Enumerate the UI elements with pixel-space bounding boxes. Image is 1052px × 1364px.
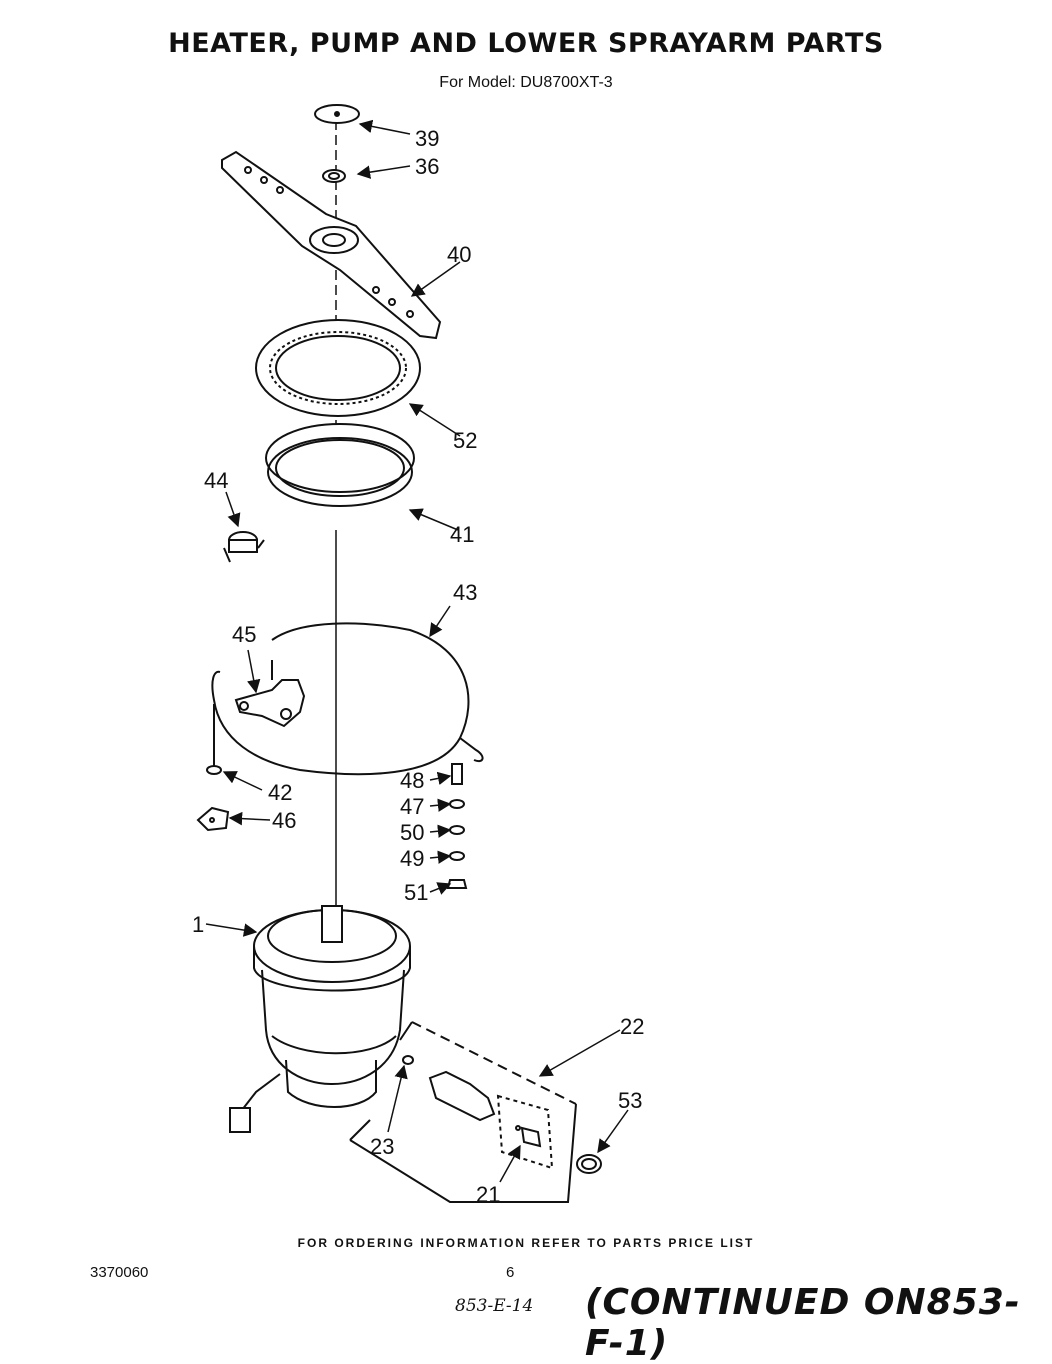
callout-53: 53	[618, 1088, 642, 1113]
part-46-clip	[196, 806, 230, 832]
callout-39: 39	[415, 126, 439, 151]
part-44-thermostat	[223, 531, 265, 563]
document-number: 3370060	[90, 1264, 149, 1281]
callout-22: 22	[620, 1014, 644, 1039]
part-36-nut	[322, 169, 346, 183]
callout-1: 1	[192, 912, 204, 937]
ordering-information-note: FOR ORDERING INFORMATION REFER TO PARTS …	[297, 1236, 755, 1250]
callout-43: 43	[453, 580, 477, 605]
part-1-pump-motor-assembly	[229, 905, 411, 1133]
callout-40: 40	[447, 242, 471, 267]
callout-36: 36	[415, 154, 439, 179]
part-45-bracket	[234, 660, 306, 728]
part-21-valve-bracket	[496, 1094, 554, 1170]
model-subtitle: For Model: DU8700XT-3	[439, 74, 613, 91]
callout-49: 49	[400, 846, 424, 871]
page-title: HEATER, PUMP AND LOWER SPRAYARM PARTS	[168, 28, 884, 59]
callout-23: 23	[370, 1134, 394, 1159]
callout-48: 48	[400, 768, 424, 793]
part-52-filter-screen	[255, 319, 421, 417]
callout-52: 52	[453, 428, 477, 453]
part-53-hose-clamp	[576, 1154, 602, 1174]
handwritten-reference: 853-E-14	[455, 1296, 534, 1316]
callout-44: 44	[204, 468, 228, 493]
part-39-cap	[314, 104, 360, 124]
part-40-lower-sprayarm	[221, 150, 442, 340]
page-number: 6	[506, 1264, 515, 1281]
part-42-washer	[206, 704, 222, 775]
callout-45: 45	[232, 622, 256, 647]
parts-48-51-hardware-stack	[446, 763, 468, 889]
part-41-ring	[265, 423, 415, 507]
exploded-parts-diagram: 39 36 40 52 44 41 43 45 48 42 47 46 50 4…	[192, 104, 644, 1207]
leader-arrows	[205, 119, 629, 1183]
callout-42: 42	[268, 780, 292, 805]
heater-terminal-hook	[459, 737, 484, 762]
callout-51: 51	[404, 880, 428, 905]
part-22-valve-assembly	[349, 1021, 577, 1203]
callout-50: 50	[400, 820, 424, 845]
continued-note: (CONTINUED ON853-F-1)	[585, 1282, 1021, 1364]
part-43-heater-element	[211, 622, 470, 776]
callout-46: 46	[272, 808, 296, 833]
callout-47: 47	[400, 794, 424, 819]
callout-21: 21	[476, 1182, 500, 1207]
callout-41: 41	[450, 522, 474, 547]
